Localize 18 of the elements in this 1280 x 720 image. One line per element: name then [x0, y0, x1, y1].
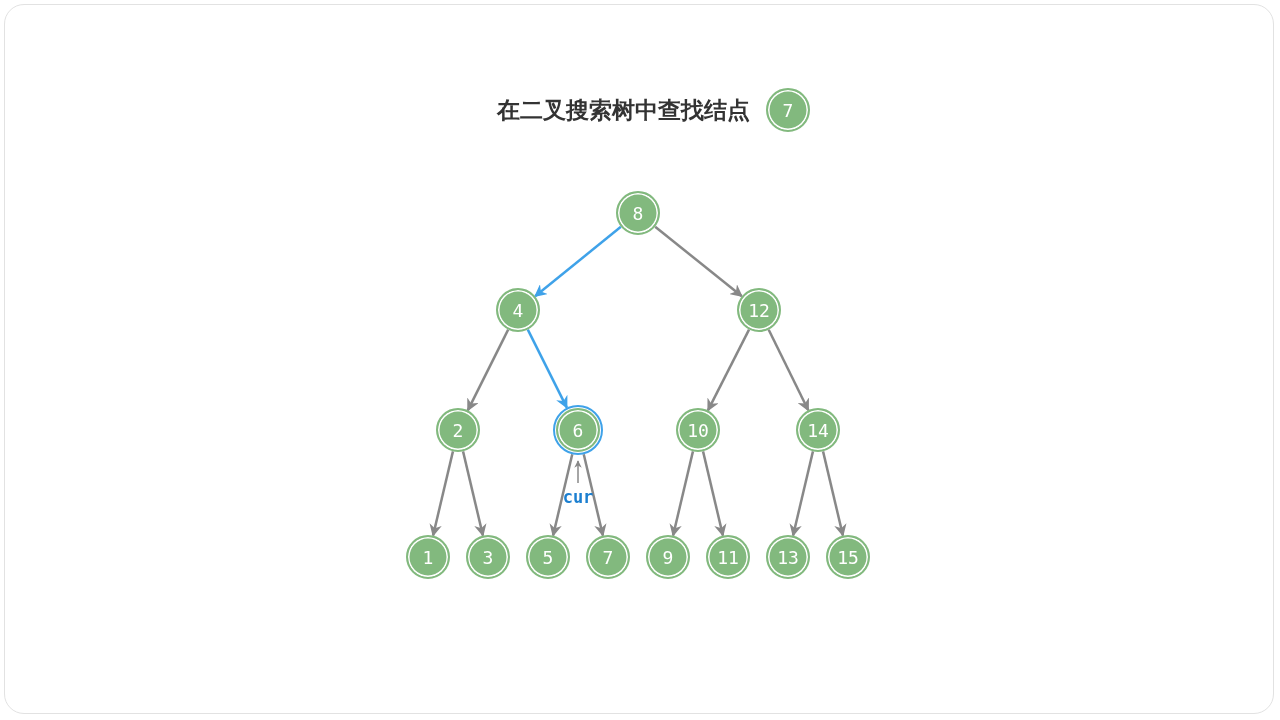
arrow [654, 225, 743, 298]
arrow [466, 329, 510, 412]
title: 在二叉搜索树中查找结点 [495, 96, 750, 125]
arrow [574, 460, 582, 484]
arrow [789, 451, 815, 537]
arrow [706, 329, 751, 412]
arrow [582, 454, 607, 537]
arrow [461, 451, 487, 537]
arrow [526, 329, 568, 409]
arrow [534, 225, 622, 298]
arrow [549, 454, 574, 537]
pointer-label: cur [562, 486, 594, 508]
arrow [767, 329, 810, 412]
highlighted-tree-node: 6 [556, 408, 600, 452]
arrow [429, 451, 455, 537]
arrow [701, 451, 727, 537]
arrow [821, 451, 847, 537]
arrow [669, 451, 695, 537]
